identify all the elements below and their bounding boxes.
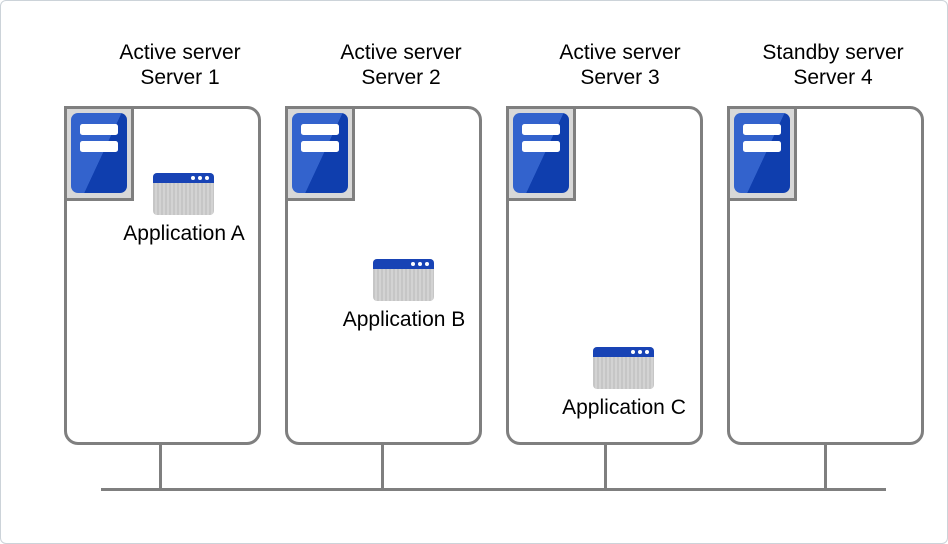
app-window-icon [153,173,214,215]
server-tower-icon [71,113,127,193]
server-role-label: Active server [559,41,681,64]
window-button-dot [191,176,195,180]
window-button-dot [645,350,649,354]
window-button-dot [631,350,635,354]
application-label: Application C [562,396,686,419]
server-tower-icon [513,113,569,193]
network-connector-line [604,445,607,488]
app-window-titlebar [593,347,654,357]
application-label: Application A [123,222,245,245]
tower-slot [80,141,118,152]
network-connector-line [824,445,827,488]
window-button-dot [418,262,422,266]
server-role-label: Active server [340,41,462,64]
server-name-label: Server 3 [580,66,660,89]
network-connector-line [159,445,162,488]
tower-slot [743,141,781,152]
window-button-dot [425,262,429,266]
app-window-titlebar [373,259,434,269]
server-title: Active server Server 2 [291,40,511,90]
server-icon-frame [64,106,134,201]
app-window-titlebar [153,173,214,183]
window-button-dot [205,176,209,180]
window-button-dot [198,176,202,180]
server-tower-icon [292,113,348,193]
tower-slot [522,141,560,152]
server-icon-frame [285,106,355,201]
server-icon-frame [727,106,797,201]
tower-slot [301,141,339,152]
server-name-label: Server 1 [140,66,220,89]
tower-slot [80,124,118,135]
server-tower-icon [734,113,790,193]
server-name-label: Server 2 [361,66,441,89]
server-name-label: Server 4 [793,66,873,89]
server-title: Active server Server 1 [70,40,290,90]
window-button-dot [411,262,415,266]
tower-slot [301,124,339,135]
tower-slot [522,124,560,135]
application-label: Application B [342,308,466,331]
network-connector-line [381,445,384,488]
server-title: Standby server Server 4 [723,40,943,90]
server-title: Active server Server 3 [510,40,730,90]
network-bus-line [101,488,886,491]
app-window-icon [373,259,434,301]
server-role-label: Standby server [762,41,904,64]
server-role-label: Active server [119,41,241,64]
app-window-icon [593,347,654,389]
tower-slot [743,124,781,135]
server-icon-frame [506,106,576,201]
window-button-dot [638,350,642,354]
